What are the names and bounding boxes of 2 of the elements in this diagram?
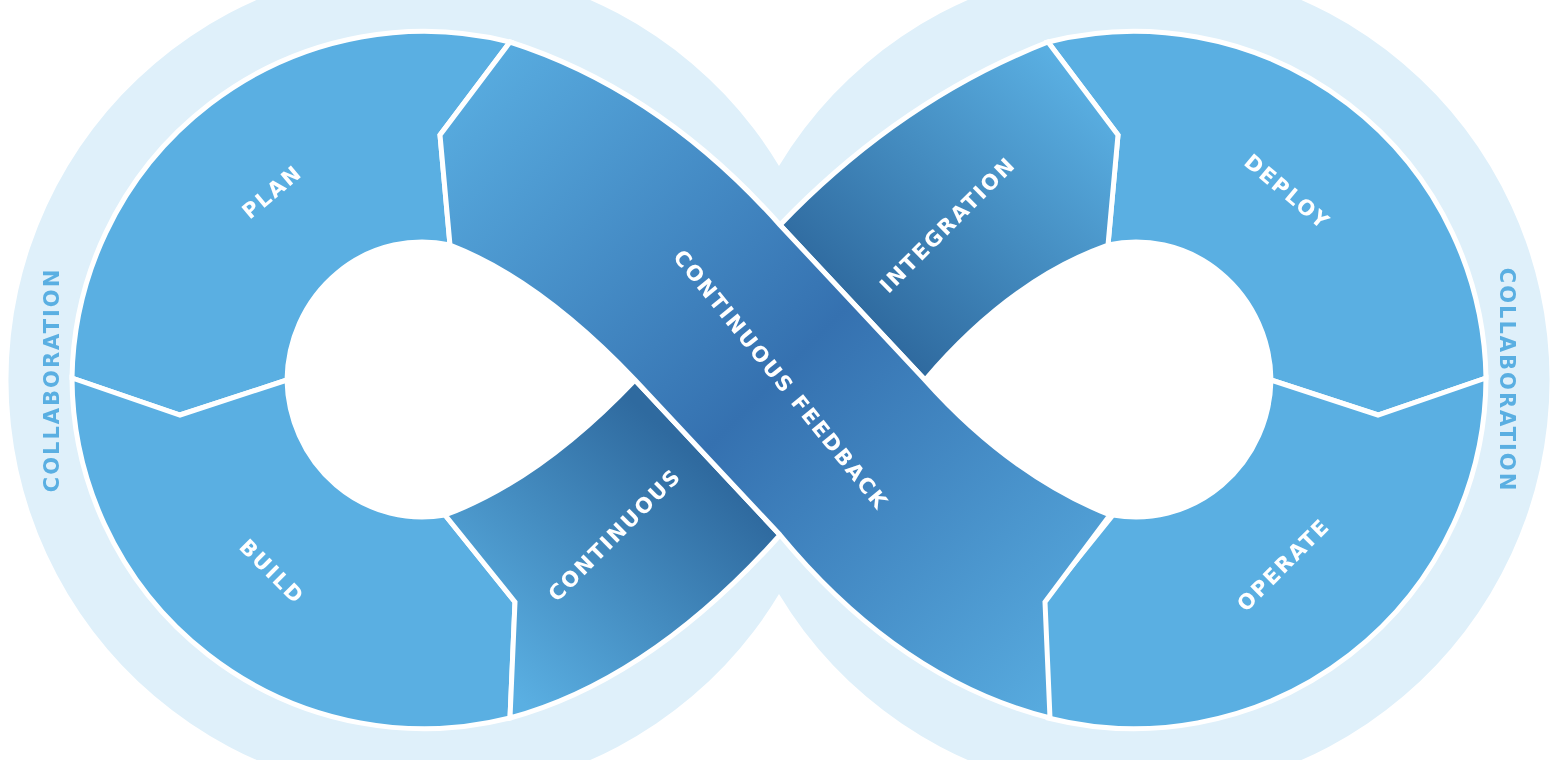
band-label: COLLABORATION: [1494, 267, 1519, 493]
band-label: COLLABORATION: [39, 267, 64, 493]
